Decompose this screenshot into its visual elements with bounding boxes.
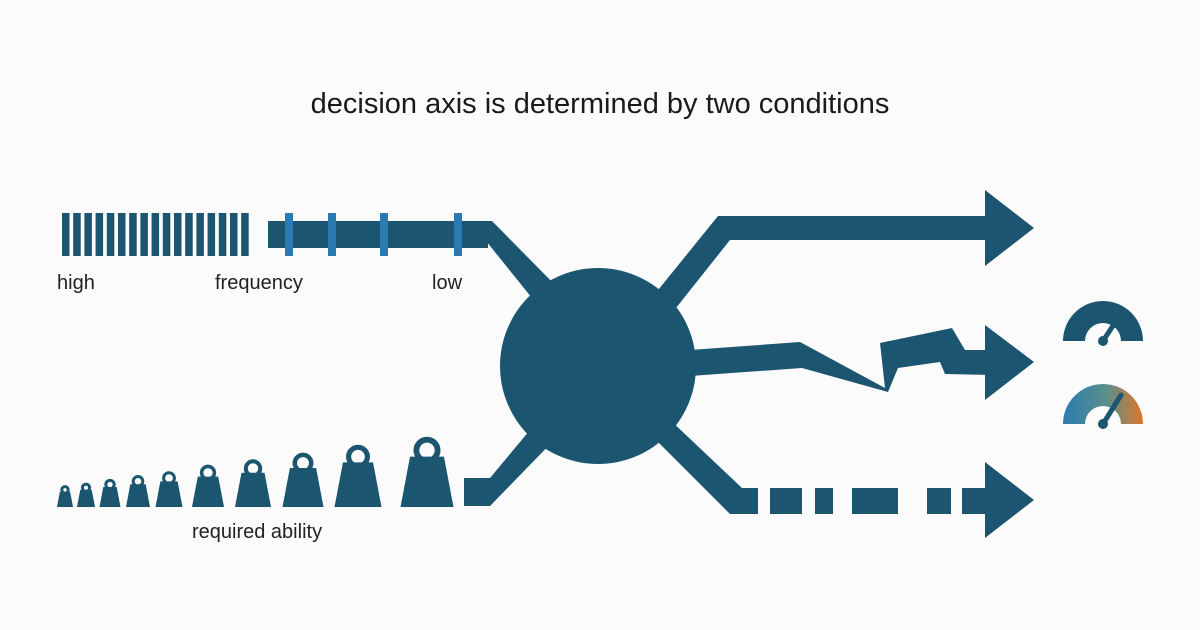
weight-icon [155,471,183,507]
middle-arrow [690,325,1034,400]
frequency-bar [106,213,115,256]
frequency-bar [151,213,160,256]
frequency-low-label: low [432,272,463,294]
frequency-bar [62,213,70,256]
frequency-tick [285,213,293,256]
frequency-bar [140,213,148,256]
frequency-bar [241,213,249,256]
frequency-ticks [285,213,462,256]
frequency-bar [129,213,137,256]
diagram-title: decision axis is determined by two condi… [310,88,890,120]
weight-icons [57,436,454,507]
frequency-tick [380,213,388,256]
frequency-bar [174,213,182,256]
frequency-bar [95,213,104,256]
gauge-icon-blue [1063,301,1143,346]
weight-icon [192,464,224,507]
decision-hub [500,268,696,464]
frequency-tick [454,213,462,256]
weight-icon [57,485,73,507]
bottom-arrow [652,418,1034,538]
frequency-bar [84,213,92,256]
frequency-bar [218,213,227,256]
frequency-bars [62,213,249,256]
weight-icon [77,482,95,507]
frequency-connector [470,221,560,308]
frequency-bar [118,213,126,256]
weight-icon [282,452,324,507]
weight-icon [334,444,382,507]
top-arrow [650,190,1034,318]
frequency-high-label: high [57,272,95,294]
gauge-icon-orange [1063,384,1143,429]
frequency-bar [73,213,81,256]
frequency-bar [162,213,171,256]
frequency-bar [207,213,216,256]
required-ability-label: required ability [192,521,323,543]
frequency-bar [230,213,238,256]
frequency-label: frequency [215,272,303,294]
frequency-bar [185,213,193,256]
frequency-band [268,213,488,256]
weight-icon [126,475,150,507]
weight-icon [99,478,121,507]
frequency-bar [196,213,204,256]
weight-icon [235,459,271,507]
frequency-tick [328,213,336,256]
weight-icon [400,436,454,507]
